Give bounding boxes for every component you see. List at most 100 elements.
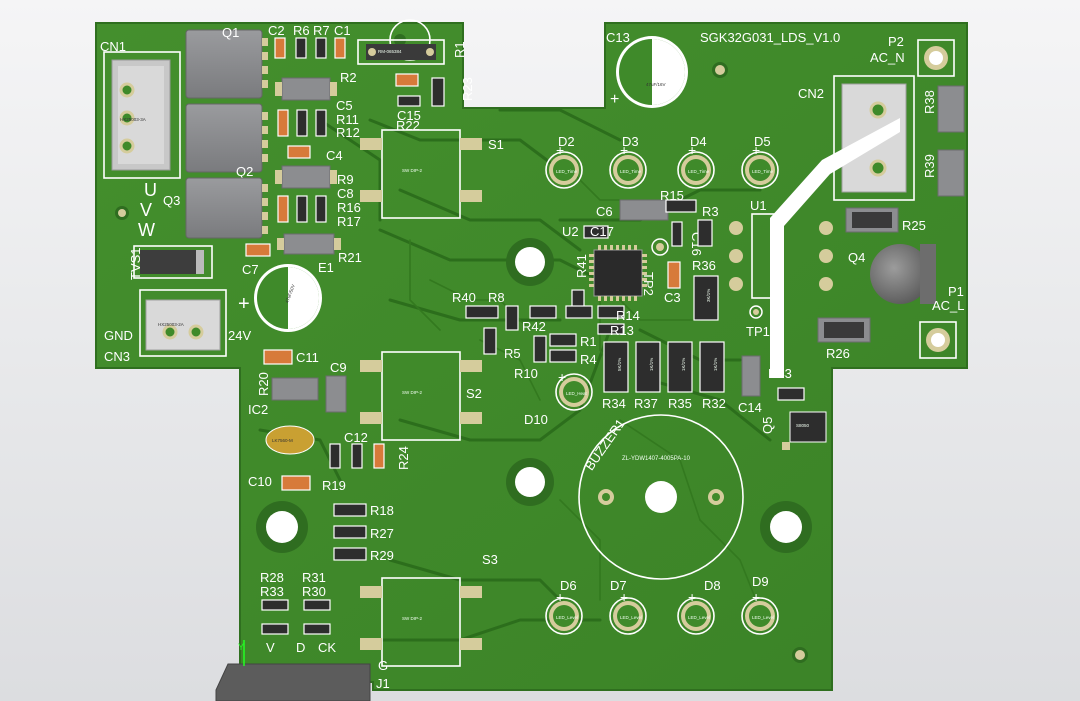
q1-label: Q1	[222, 25, 239, 40]
led-d2: + LED_Time D2	[545, 134, 583, 189]
switch-s3: SW DIP-2 S3	[360, 552, 498, 667]
d8-part: LED_Level	[688, 615, 710, 620]
board-name: SGK32G031_LDS_V1.0	[700, 30, 840, 45]
tp1-label: TP1	[746, 324, 770, 339]
c4-label: C4	[326, 148, 343, 163]
s3-label: S3	[482, 552, 498, 567]
led-d3: + LED_Time D3	[609, 134, 647, 189]
tvs1-label: TVS1	[128, 247, 143, 280]
c5-label: C5	[336, 98, 353, 113]
c10-label: C10	[248, 474, 272, 489]
r32-label: R32	[702, 396, 726, 411]
s1-label: S1	[488, 137, 504, 152]
debug-g-label: G	[378, 658, 388, 673]
r9-label: R9	[337, 172, 354, 187]
c9-label: C9	[330, 360, 347, 375]
c14-label: C14	[738, 400, 762, 415]
capacitor-e1: 47uF/50V + E1	[238, 260, 334, 332]
led-d9: + LED_Level D9	[741, 574, 779, 635]
tp2-label: TP2	[641, 272, 656, 296]
r30-label: R30	[302, 584, 326, 599]
mounting-holes	[115, 34, 812, 663]
q5-label: Q5	[760, 417, 775, 434]
d2-label: D2	[558, 134, 575, 149]
svg-text:+: +	[610, 91, 619, 108]
component-group-r32: 5K/1% 1K/1% 1K/1% 1K/1% R34 R37 R35 R32 …	[602, 258, 726, 411]
capacitor-c13: 47uF/16V + C13	[606, 30, 688, 108]
cn2-label: CN2	[798, 86, 824, 101]
r2-label: R2	[340, 70, 357, 85]
c13-label: C13	[606, 30, 630, 45]
d10-part: LED_Heat	[566, 391, 588, 396]
r43-label: R43	[768, 366, 792, 381]
svg-text:+: +	[688, 589, 696, 605]
ic2-part: LK7560-M	[272, 438, 293, 443]
r17-label: R17	[337, 214, 361, 229]
component-group-c6: C6 R15 R3	[596, 188, 719, 247]
svg-text:+: +	[556, 142, 564, 158]
r7-label: R7	[313, 23, 330, 38]
component-u1: U1 TP1	[729, 118, 900, 378]
c8-label: C8	[337, 186, 354, 201]
r18-label: R18	[370, 503, 394, 518]
s2-label: S2	[466, 386, 482, 401]
d2-part: LED_Time	[556, 169, 578, 174]
r29-label: R29	[370, 548, 394, 563]
mcu-u2: U2 C17 TP2 C16 R41	[562, 221, 704, 309]
switch-s2: SW DIP-2 S2	[360, 351, 482, 441]
r5-label: R5	[504, 346, 521, 361]
d3-label: D3	[622, 134, 639, 149]
p2-label: P2	[888, 34, 904, 49]
d8-label: D8	[704, 578, 721, 593]
svg-text:+: +	[620, 142, 628, 158]
e1-part: 47uF/50V	[284, 284, 295, 304]
led-d8: + LED_Level D8	[677, 578, 721, 635]
r37-value: 1K/1%	[649, 358, 654, 371]
r23-label: R23	[460, 77, 475, 101]
c3-label: C3	[664, 290, 681, 305]
d6-part: LED_Level	[556, 615, 578, 620]
motor-u-label: U	[144, 180, 157, 200]
q3-label: Q3	[163, 193, 180, 208]
d4-label: D4	[690, 134, 707, 149]
r40-label: R40	[452, 290, 476, 305]
r33-label: R33	[260, 584, 284, 599]
r31-label: R31	[302, 570, 326, 585]
cn3-label: CN3	[104, 349, 130, 364]
led-d6: + LED_Level D6	[545, 578, 583, 635]
mosfet-q2: Q2	[185, 103, 268, 179]
c17-label: C17	[590, 224, 614, 239]
r21-label: R21	[338, 250, 362, 265]
mosfet-q1: Q1	[185, 25, 268, 99]
r34-label: R34	[602, 396, 626, 411]
r8-label: R8	[488, 290, 505, 305]
c7-label: C7	[242, 262, 259, 277]
q4-label: Q4	[848, 250, 865, 265]
r35-label: R35	[668, 396, 692, 411]
r19-label: R19	[322, 478, 346, 493]
c11-label: C11	[296, 350, 319, 365]
ic2-label: IC2	[248, 402, 268, 417]
led-d4: + LED_Time D4	[677, 134, 715, 189]
led-d5: + LED_Time D5	[741, 134, 779, 189]
r3-label: R3	[702, 204, 719, 219]
r42-label: R42	[522, 319, 546, 334]
cn3-part: HX25003-2A	[158, 322, 184, 327]
r12-label: R12	[336, 125, 360, 140]
svg-text:+: +	[752, 142, 760, 158]
r27-label: R27	[370, 526, 394, 541]
c13-part: 47uF/16V	[646, 82, 666, 87]
r28-label: R28	[260, 570, 284, 585]
d4-part: LED_Time	[688, 169, 710, 174]
u2-label: U2	[562, 224, 579, 239]
connector-p2: P2 AC_N	[870, 34, 955, 77]
leds-bottom: + LED_Level D6 + LED_Level D7 + LED_Leve…	[545, 574, 779, 635]
r6-label: R6	[293, 23, 310, 38]
led-d10: + LED_Heat D10	[524, 369, 593, 427]
leds-top: + LED_Time D2 + LED_Time D3 + LED_Time D…	[545, 134, 779, 189]
d10-label: D10	[524, 412, 548, 427]
q2-label: Q2	[236, 164, 253, 179]
svg-text:+: +	[556, 589, 564, 605]
motor-v-label: V	[140, 200, 152, 220]
r1-top-part: RM-065384	[378, 49, 402, 54]
